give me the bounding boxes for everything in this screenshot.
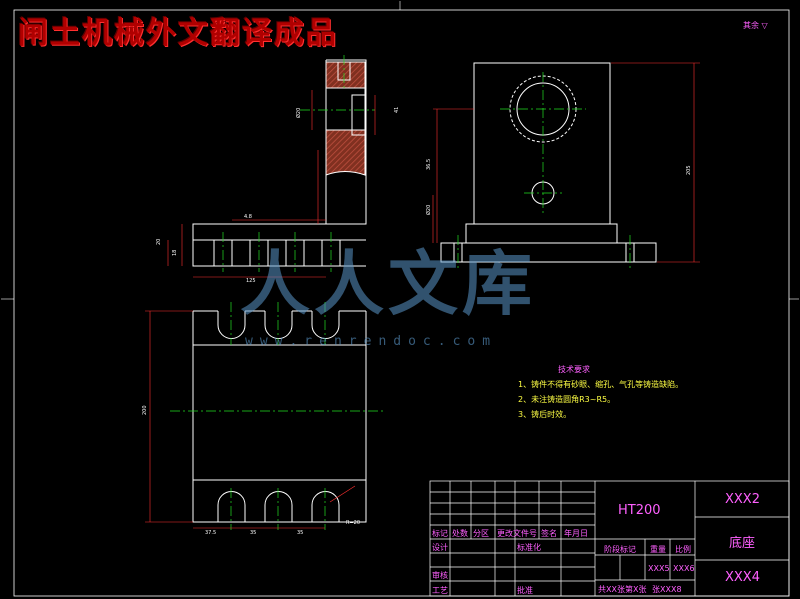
tb-label-process: 工艺	[432, 586, 448, 595]
note-item: 3、铸后时效。	[518, 410, 572, 419]
top-view	[192, 310, 367, 523]
tb-company: XXX4	[725, 570, 760, 585]
dim-label: 37.5	[205, 530, 216, 536]
tb-label-review: 审核	[432, 571, 448, 580]
tb-label-sign: 签名	[541, 529, 557, 538]
tb-sheet-no: 张XXX8	[652, 585, 682, 594]
note-item: 1、铸件不得有砂眼、缩孔、气孔等铸造缺陷。	[518, 380, 684, 389]
dim-label: R=20	[346, 520, 360, 526]
dim-label: Ø20	[295, 108, 302, 118]
dim-label: 36.5	[426, 159, 432, 170]
dim-label: 35	[250, 530, 256, 536]
tb-label-design: 设计	[432, 543, 448, 552]
tb-weight-value: XXX5	[648, 564, 670, 573]
tb-part-name: 底座	[729, 536, 756, 551]
tb-label-change-doc: 更改文件号	[497, 529, 537, 538]
banner-title: 闸土机械外文翻译成品	[18, 16, 338, 51]
tb-label-date: 年月日	[564, 529, 588, 538]
dim-label: Ø20	[425, 205, 432, 215]
technical-requirements: 技术要求 1、铸件不得有砂眼、缩孔、气孔等铸造缺陷。 2、未注铸造圆角R3~R5…	[518, 362, 683, 422]
title-block-frame	[429, 480, 790, 597]
dim-label: 35	[297, 530, 303, 536]
tb-label-stage-mark: 阶段标记	[604, 545, 636, 554]
front-section-view	[192, 59, 367, 267]
notes-title: 技术要求	[558, 365, 590, 374]
tb-material: HT200	[618, 503, 661, 518]
dim-label: 125	[246, 278, 256, 284]
tb-drawing-no: XXX2	[725, 492, 760, 507]
dim-label: 41	[394, 107, 400, 113]
watermark-logo: 人人文库	[240, 242, 536, 325]
dim-label: 4.8	[244, 214, 252, 220]
dim-label: 20	[156, 239, 162, 245]
drawing-frame	[13, 9, 790, 597]
tb-sheets: 共XX张第X张	[598, 585, 647, 594]
tb-label-mark: 标记	[432, 529, 448, 538]
dim-label: 205	[686, 165, 692, 175]
tb-label-zone: 分区	[473, 529, 489, 538]
dim-label: 18	[172, 250, 178, 256]
tb-label-standardize: 标准化	[517, 543, 541, 552]
dim-label: 200	[142, 405, 148, 415]
tb-label-approve: 批准	[517, 586, 533, 595]
tb-label-scale: 比例	[675, 545, 691, 554]
tb-label-count: 处数	[452, 529, 468, 538]
roughness-symbol: 其余 ▽	[743, 21, 768, 30]
tb-scale-value: XXX6	[673, 564, 695, 573]
tb-label-weight: 重量	[650, 545, 666, 554]
watermark-url: www.renrendoc.com	[245, 334, 498, 349]
note-item: 2、未注铸造圆角R3~R5。	[518, 395, 616, 404]
